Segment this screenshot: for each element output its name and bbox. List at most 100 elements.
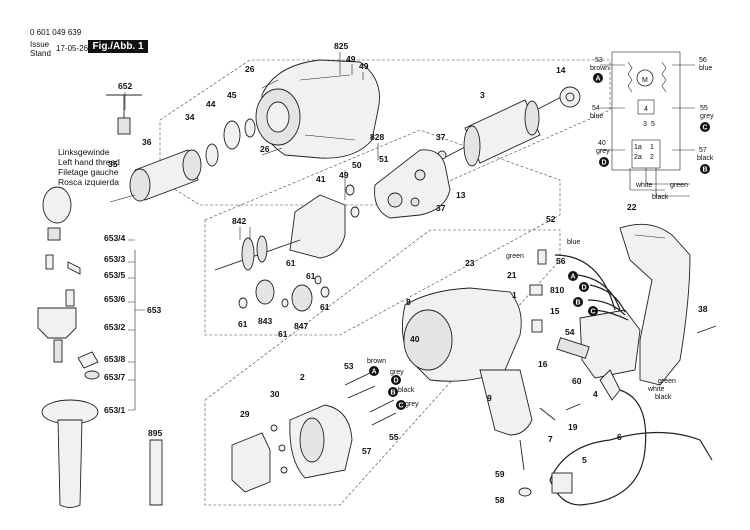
label-652: 652 [118, 81, 132, 91]
note-line-en: Left hand thread [58, 157, 120, 167]
spindle-rings [205, 79, 283, 167]
sch-badge-d-circle [599, 157, 609, 167]
label-61-c: 61 [238, 319, 248, 329]
wire-label-green-top: green [506, 253, 524, 260]
label-3: 3 [480, 90, 485, 100]
wire-label-black-bottom: black [655, 394, 672, 401]
bearing-plate [374, 149, 451, 219]
sch-blue: blue [699, 65, 712, 72]
sch-t5: 5 [651, 121, 655, 128]
label-51: 51 [379, 154, 389, 164]
badge-c2-circle [588, 306, 598, 316]
label-41: 41 [316, 174, 326, 184]
figure-label: Fig./Abb. 1 [88, 40, 148, 53]
label-1: 1 [512, 290, 517, 300]
sch-white: white [635, 182, 652, 189]
sch-grey2: grey [596, 148, 610, 155]
connector-badges: A D B C A D B C [369, 271, 598, 410]
wiring-schematic [600, 51, 695, 197]
label-50: 50 [352, 160, 362, 170]
label-49-b: 49 [359, 61, 369, 71]
sch-green: green [670, 182, 688, 189]
gear-housing [255, 59, 380, 159]
wire-color-labels: green blue brown grey black grey green w… [367, 239, 676, 408]
label-38: 38 [698, 304, 708, 314]
wire-label-white: white [647, 386, 664, 393]
part-number-code: 0 601 049 639 [30, 28, 82, 37]
note-line-de: Linksgewinde [58, 147, 110, 157]
sch-badge-c-circle [700, 122, 710, 132]
badge-d-circle [391, 375, 401, 385]
sch-badge-c: C [703, 125, 708, 132]
part-labels: 825 49 49 26 652 45 44 34 36 26 35 14 3 … [104, 41, 708, 505]
sch-grey: grey [700, 113, 714, 120]
leader-lines [124, 52, 379, 411]
motor-housing [401, 287, 533, 436]
label-40: 40 [410, 334, 420, 344]
badge-b: B [391, 390, 396, 397]
wire-label-grey-a: grey [390, 369, 404, 376]
label-53: 53 [344, 361, 354, 371]
issue-date: 17-05-26 [56, 44, 89, 53]
label-49-a: 49 [346, 54, 356, 64]
sch-badge-b-circle [700, 164, 710, 174]
power-cord [549, 369, 713, 506]
label-61-a: 61 [286, 258, 296, 268]
label-37-b: 37 [436, 203, 446, 213]
sch-56: 56 [699, 57, 707, 64]
label-653-4: 653/4 [104, 233, 126, 243]
label-29: 29 [240, 409, 250, 419]
label-653-8: 653/8 [104, 354, 126, 364]
label-825: 825 [334, 41, 348, 51]
sch-t1a: 1a [634, 144, 642, 151]
badge-a2: A [571, 274, 576, 281]
sch-badge-d: D [602, 160, 607, 167]
label-60: 60 [572, 376, 582, 386]
label-4: 4 [593, 389, 598, 399]
sch-blue2: blue [590, 113, 603, 120]
label-56: 56 [556, 256, 566, 266]
label-843: 843 [258, 316, 272, 326]
screws-lower [518, 325, 717, 497]
label-57: 57 [362, 446, 372, 456]
label-8: 8 [406, 297, 411, 307]
label-9: 9 [487, 393, 492, 403]
intermediate-shaft [214, 235, 301, 271]
label-35: 35 [108, 159, 118, 169]
label-59: 59 [495, 469, 505, 479]
label-22: 22 [627, 202, 637, 212]
sch-54: 54 [592, 105, 600, 112]
sch-badge-a-circle [593, 73, 603, 83]
sch-57: 57 [699, 147, 707, 154]
pin-set [270, 424, 288, 474]
badge-a2-circle [568, 271, 578, 281]
label-653-1: 653/1 [104, 405, 126, 415]
label-34: 34 [185, 112, 195, 122]
badge-a-circle [369, 366, 379, 376]
sch-badge-b: B [703, 167, 708, 174]
sch-t2a: 2a [634, 154, 642, 161]
armature [439, 86, 581, 167]
label-653-3: 653/3 [104, 254, 126, 264]
badge-c: C [399, 403, 404, 410]
left-hand-thread-note: Linksgewinde Left hand thread Filetage g… [58, 147, 120, 187]
sch-t3: 3 [643, 121, 647, 128]
issue-stand-label: Issue Stand [30, 40, 51, 58]
gasket [289, 194, 346, 259]
label-37-a: 37 [436, 132, 446, 142]
sch-53: 53 [595, 57, 603, 64]
label-13: 13 [456, 190, 466, 200]
label-14: 14 [556, 65, 566, 75]
auxiliary-handle [37, 186, 163, 508]
label-58: 58 [495, 495, 505, 505]
sch-motor: M [642, 77, 648, 84]
field-stator [289, 404, 353, 479]
label-45: 45 [227, 90, 237, 100]
label-653: 653 [147, 305, 161, 315]
chuck-key [106, 94, 142, 135]
label-36: 36 [142, 137, 152, 147]
drill-chuck [109, 149, 202, 203]
sch-black2: black [652, 194, 669, 201]
fan-cover [231, 432, 271, 493]
label-61-d: 61 [278, 329, 288, 339]
